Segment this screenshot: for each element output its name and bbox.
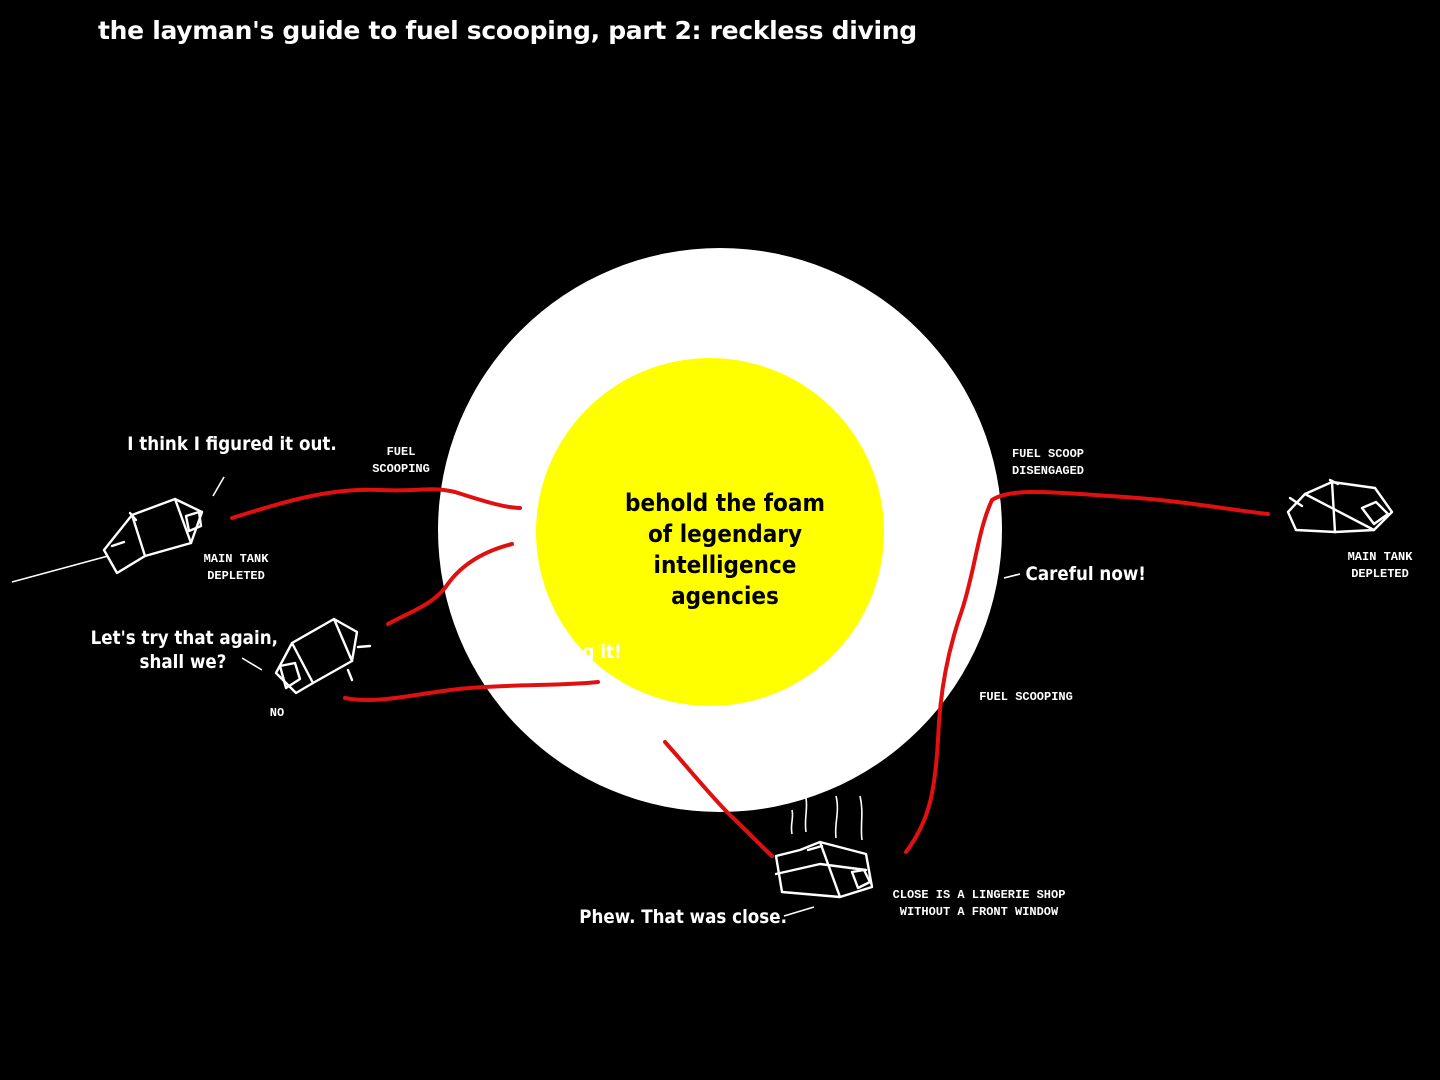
ship-icon-close-call	[774, 840, 874, 899]
ship-icon-exit	[1286, 478, 1394, 534]
star-caption-line: agencies	[671, 582, 779, 610]
scoop-rate: 0.11/s	[922, 545, 966, 559]
speech-careful: Careful now!	[1025, 563, 1146, 585]
label-line: SCOOPING	[372, 462, 430, 476]
pointer-gosh	[567, 666, 585, 679]
speech-line: shall we?	[139, 651, 227, 673]
ship-trail	[11, 555, 109, 583]
label-main-tank-left: MAIN TANK DEPLETED	[186, 551, 286, 585]
label-warning: WARNING	[466, 519, 518, 533]
scoop-rate: 0.09/s	[894, 631, 938, 645]
label-main-tank-right: MAIN TANK DEPLETED	[1330, 549, 1430, 583]
label-no: NO	[269, 706, 285, 720]
speech-line: Let's try that again,	[90, 627, 278, 649]
label-line: DEPLETED	[207, 569, 265, 583]
label-fuel-scooping-right: FUEL SCOOPING	[979, 690, 1073, 704]
label-fuel-scooping-left: FUEL SCOOPING	[358, 444, 444, 478]
page-title: the layman's guide to fuel scooping, par…	[98, 16, 917, 45]
trajectory-exit	[904, 490, 1270, 854]
label-lingerie: CLOSE IS A LINGERIE SHOP WITHOUT A FRONT…	[870, 887, 1088, 921]
label-line: CLOSE IS A LINGERIE SHOP	[892, 888, 1066, 902]
label-line: HULL INTEGRITY	[554, 700, 656, 714]
star-caption-line: behold the foam	[625, 489, 825, 517]
pointer-careful	[1003, 573, 1021, 579]
scoop-rate: 0.07/s	[926, 515, 970, 529]
trajectory-dive	[663, 740, 774, 858]
trajectory-bounce	[386, 542, 514, 626]
label-hull-integrity: HULL INTEGRITY COMPROMISED	[535, 699, 675, 733]
label-line: FUEL SCOOP	[1011, 447, 1084, 461]
speech-try-again: Let's try that again, shall we?	[90, 626, 278, 674]
label-line: MAIN TANK	[1347, 550, 1413, 564]
scoop-rate: 0.14/s	[899, 601, 943, 615]
label-line: DISENGAGED	[1011, 464, 1084, 478]
trajectory-retry	[343, 680, 600, 702]
pointer-oops	[501, 488, 509, 501]
pointer-phew	[783, 906, 815, 917]
speech-figured: I think I figured it out.	[127, 433, 337, 455]
scoop-rate: 0.16/s	[909, 575, 953, 589]
label-line: DEPLETED	[1351, 567, 1409, 581]
trajectory-approach	[230, 487, 522, 520]
pointer-try-again	[241, 657, 263, 671]
label-fuel-scoop-disengaged: FUEL SCOOP DISENGAGED	[995, 446, 1101, 480]
heat-lines-icon	[790, 795, 863, 841]
ship-icon-approach	[102, 497, 204, 575]
label-line: COMPROMISED	[565, 717, 645, 731]
speech-oops: Oops.	[487, 467, 541, 489]
ship-icon-retry	[274, 617, 372, 695]
star-caption: behold the foam of legendary intelligenc…	[577, 488, 874, 612]
speech-gosh: Gosh dang it!	[494, 641, 622, 663]
pointer-figured	[212, 476, 225, 497]
label-line: MAIN TANK	[203, 552, 269, 566]
label-line: FUEL	[386, 445, 416, 459]
star-core	[536, 358, 884, 706]
label-line: WITHOUT A FRONT WINDOW	[899, 905, 1059, 919]
speech-phew: Phew. That was close.	[579, 906, 787, 928]
star-caption-line: of legendary intelligence	[647, 520, 803, 579]
